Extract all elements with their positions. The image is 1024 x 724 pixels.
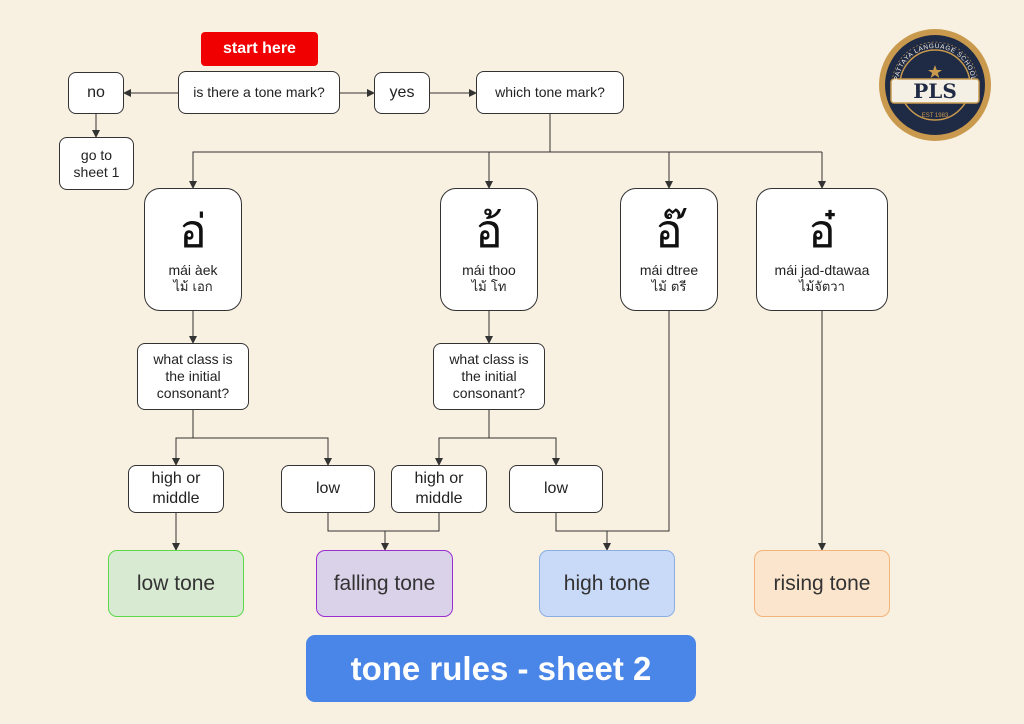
mai-jad-dtawaa-glyph: อ๋	[808, 203, 836, 258]
mai-jad-dtawaa-box: อ๋ mái jad-dtawaa ไม้จัตวา	[756, 188, 888, 311]
yes-box: yes	[374, 72, 430, 114]
falling-tone-result: falling tone	[316, 550, 453, 617]
class1-to-low	[193, 437, 332, 466]
which-tone-mark-box: which tone mark?	[476, 71, 624, 114]
low1-to-falling	[327, 513, 389, 551]
low2-to-high	[555, 513, 611, 551]
sheet-title-banner: tone rules - sheet 2	[306, 635, 696, 702]
mai-aek-thai: ไม้ เอก	[173, 279, 213, 295]
mai-dtree-thai: ไม้ ตรี	[651, 279, 687, 295]
low-tone-result: low tone	[108, 550, 244, 617]
mai-thoo-thai: ไม้ โท	[471, 279, 507, 295]
logo-initials: PLS	[913, 79, 957, 103]
mai-thoo-name: mái thoo	[462, 261, 516, 278]
class2-split	[435, 410, 490, 466]
mai-dtree-box: อ๊ mái dtree ไม้ ตรี	[620, 188, 718, 311]
mai-jad-dtawaa-name: mái jad-dtawaa	[774, 261, 870, 278]
which-bus	[189, 114, 551, 189]
dtree-to-high	[607, 311, 670, 532]
high-tone-result: high tone	[539, 550, 675, 617]
start-here-label: start here	[201, 32, 318, 66]
pls-logo: PLS EST 1983 PATTAYA LANGUAGE SCHOOL	[879, 29, 991, 141]
class2-to-low	[489, 437, 560, 466]
mai-aek-box: อ่ mái àek ไม้ เอก	[144, 188, 242, 311]
high-or-middle-box-1: high or middle	[128, 465, 224, 513]
mai-dtree-name: mái dtree	[639, 261, 699, 278]
mai-dtree-glyph: อ๊	[655, 203, 683, 258]
mai-aek-glyph: อ่	[179, 203, 207, 258]
tone-mark-question: is there a tone mark?	[178, 71, 340, 114]
go-to-sheet-1-box: go to sheet 1	[59, 137, 134, 190]
class-question-thoo: what class is the initial consonant?	[433, 343, 545, 410]
high-or-middle-box-2: high or middle	[391, 465, 487, 513]
no-box: no	[68, 72, 124, 114]
low-box-1: low	[281, 465, 375, 513]
star-icon	[928, 65, 942, 78]
mai-thoo-box: อ้ mái thoo ไม้ โท	[440, 188, 538, 311]
low-box-2: low	[509, 465, 603, 513]
mai-jad-dtawaa-thai: ไม้จัตวา	[799, 279, 845, 295]
class1-split	[172, 410, 194, 466]
hm2-to-falling	[385, 513, 440, 532]
mai-aek-name: mái àek	[168, 261, 218, 278]
rising-tone-result: rising tone	[754, 550, 890, 617]
logo-est: EST 1983	[922, 113, 949, 119]
class-question-aek: what class is the initial consonant?	[137, 343, 249, 410]
mai-thoo-glyph: อ้	[475, 203, 503, 258]
